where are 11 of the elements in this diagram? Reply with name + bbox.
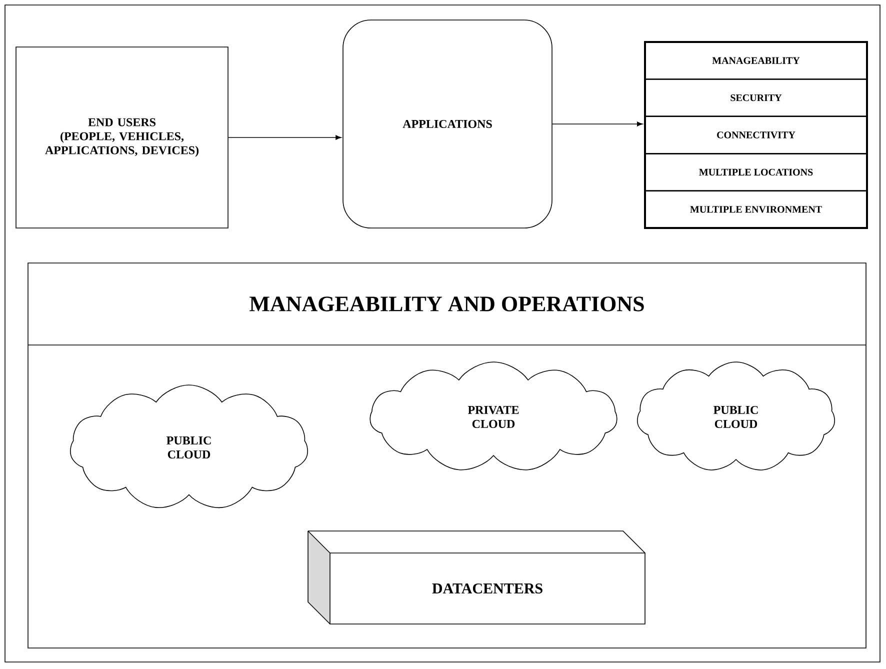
list-row: MULTIPLE LOCATIONS <box>644 153 868 192</box>
list-row: SECURITY <box>644 78 868 117</box>
list-row: CONNECTIVITY <box>644 116 868 154</box>
process-box: END USERS (PEOPLE, VEHICLES, APPLICATIONS, DEVICES) <box>16 46 228 228</box>
rounded-box: APPLICATIONS <box>342 20 552 228</box>
list-row: MANAGEABILITY <box>644 41 868 80</box>
datacenter-block: DATACENTERS <box>308 530 646 624</box>
list-frame <box>644 41 868 229</box>
arrow <box>228 135 342 140</box>
list-row: MULTIPLE ENVIRONMENT <box>644 190 868 229</box>
arrow <box>552 122 643 126</box>
